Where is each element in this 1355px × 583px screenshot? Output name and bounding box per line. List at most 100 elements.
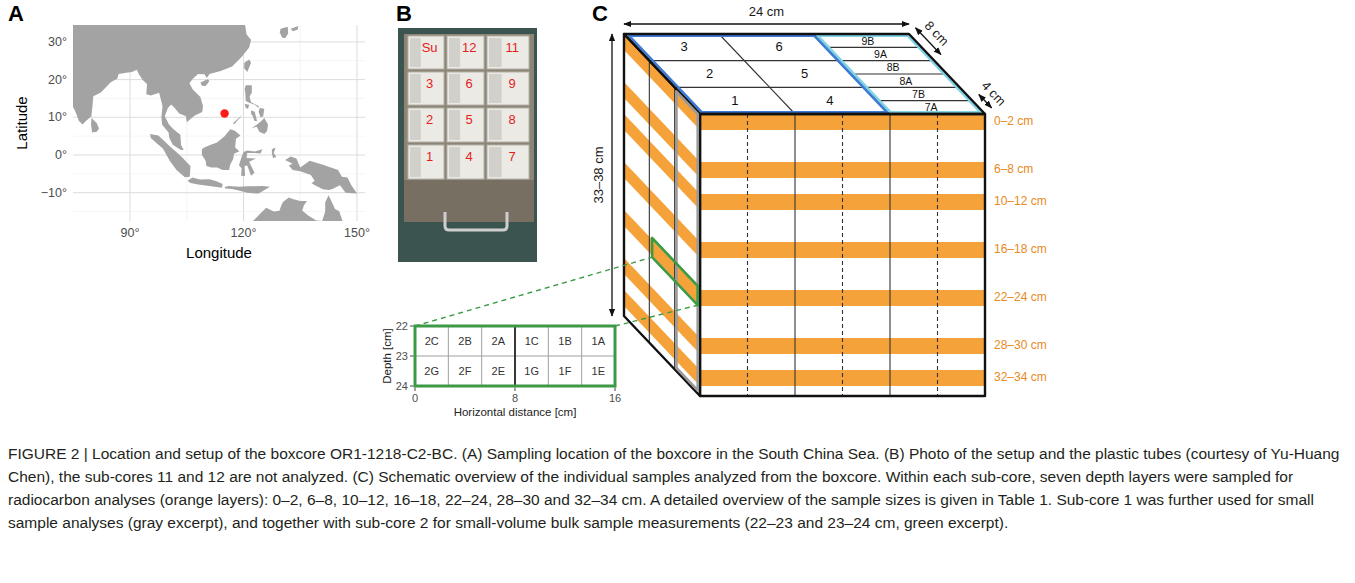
cube-face [700, 114, 985, 396]
axis-tick [410, 326, 414, 327]
sample-cell-label: 1E [592, 365, 605, 378]
axis-tick-label: 10° [48, 110, 67, 124]
axis-tick-label: 16 [609, 392, 621, 405]
tube-number: 2 [426, 113, 433, 128]
excerpt-leader [415, 257, 652, 326]
location-map [54, 4, 368, 249]
plastic-tube [487, 36, 529, 69]
sub-core-divider [827, 47, 922, 48]
landmass [221, 195, 365, 221]
sub-core-divider [649, 60, 839, 61]
panel-letter: A [8, 1, 24, 26]
tube-shadow [449, 147, 460, 177]
sub-core-divider [865, 87, 960, 88]
landmass [200, 79, 209, 86]
sub-core-divider [937, 114, 938, 396]
sub-core-label: 2 [706, 67, 713, 82]
landmass [150, 134, 190, 177]
axis-title: Depth [cm] [381, 328, 394, 384]
sub-core-label: 7B [912, 88, 925, 100]
sub-core-label: 9B [861, 35, 874, 47]
sub-core-divider [842, 114, 843, 396]
axis-tick-label: 8 [512, 392, 518, 405]
inset-frame [415, 326, 615, 386]
sub-core-divider [889, 114, 890, 396]
dimension-label: 33–38 cm [592, 144, 607, 205]
tube-number: 3 [426, 77, 433, 92]
axis-tick-label: 90° [121, 226, 140, 240]
grid-line [73, 192, 365, 193]
panel-letter: C [592, 1, 608, 26]
depth-layer-band [624, 210, 700, 306]
axis-tick-label: 120° [231, 226, 257, 240]
sub-core-divider [877, 100, 972, 101]
tube-shadow [449, 110, 460, 140]
figure-caption: FIGURE 2 | Location and setup of the box… [8, 442, 1346, 534]
plastic-tube [447, 36, 484, 69]
plastic-tube [408, 145, 444, 179]
tube-number: 4 [466, 150, 473, 165]
sample-cell-label: 2F [459, 365, 472, 378]
sample-cell-label: 2G [424, 365, 439, 378]
boxcore-photo [398, 28, 537, 262]
axis-tick [415, 388, 416, 392]
plastic-tube [447, 108, 484, 142]
tube-number: Su [422, 41, 438, 56]
axis-title: Horizontal distance [cm] [454, 406, 577, 419]
plastic-tube [487, 72, 529, 105]
sub-core-divider [747, 114, 748, 396]
axis-tick-label: 30° [48, 35, 67, 49]
sub-core-label: 1 [731, 93, 738, 108]
axis-tick-label: −10° [41, 186, 67, 200]
plastic-tube [487, 108, 529, 142]
depth-layer-band [624, 114, 700, 210]
tube-number: 8 [509, 113, 516, 128]
landmass [245, 104, 250, 109]
plastic-tube [408, 36, 444, 69]
depth-layer-band [624, 34, 700, 130]
axis-tick-label: 23 [396, 350, 408, 363]
gray-excerpt [676, 92, 697, 391]
landmass [239, 149, 262, 176]
landmass [280, 27, 288, 38]
axis-title: Longitude [186, 244, 252, 261]
sub-core-label: 5 [801, 67, 808, 82]
tube-shadow [410, 74, 421, 103]
dimension-label: 8 cm [920, 17, 953, 51]
landmass [285, 157, 357, 194]
axis-tick-label: 150° [344, 226, 370, 240]
grid-line [73, 136, 365, 137]
top-face-outline [629, 36, 887, 113]
sample-cell-label: 2C [425, 335, 439, 348]
inset-sub-core-divider [514, 326, 516, 386]
grid-line [356, 25, 357, 221]
cube-outline [624, 34, 700, 396]
tube-shadow [489, 110, 502, 140]
tube-number: 5 [466, 113, 473, 128]
grid-line [73, 211, 365, 212]
box-frame [404, 34, 534, 222]
sample-cell-label: 1B [558, 335, 571, 348]
excerpt-leader [615, 305, 698, 326]
landmass [233, 113, 243, 124]
axis-tick-label: 22 [396, 320, 408, 333]
sub-core-label: 7A [925, 101, 938, 113]
axis-tick-label: 24 [396, 380, 408, 393]
box-front-panel [404, 180, 534, 222]
depth-layer-label: 28–30 cm [994, 339, 1047, 353]
depth-layer-label: 10–12 cm [994, 195, 1047, 209]
landmass [73, 25, 251, 150]
axis-tick [410, 386, 414, 387]
depth-layer-label: 6–8 cm [994, 163, 1033, 177]
landmass [272, 147, 277, 158]
dimension-label: 4 cm [977, 77, 1010, 111]
cube-outline [624, 34, 985, 114]
axis-tick [615, 388, 616, 392]
landmass [188, 178, 223, 188]
grid-line [300, 25, 301, 221]
depth-layer-label: 32–34 cm [994, 371, 1047, 385]
photo-background [398, 28, 537, 262]
depth-layer-label: 0–2 cm [994, 115, 1033, 129]
sample-cell-label: 1A [592, 335, 605, 348]
sample-cell-label: 1G [524, 365, 539, 378]
